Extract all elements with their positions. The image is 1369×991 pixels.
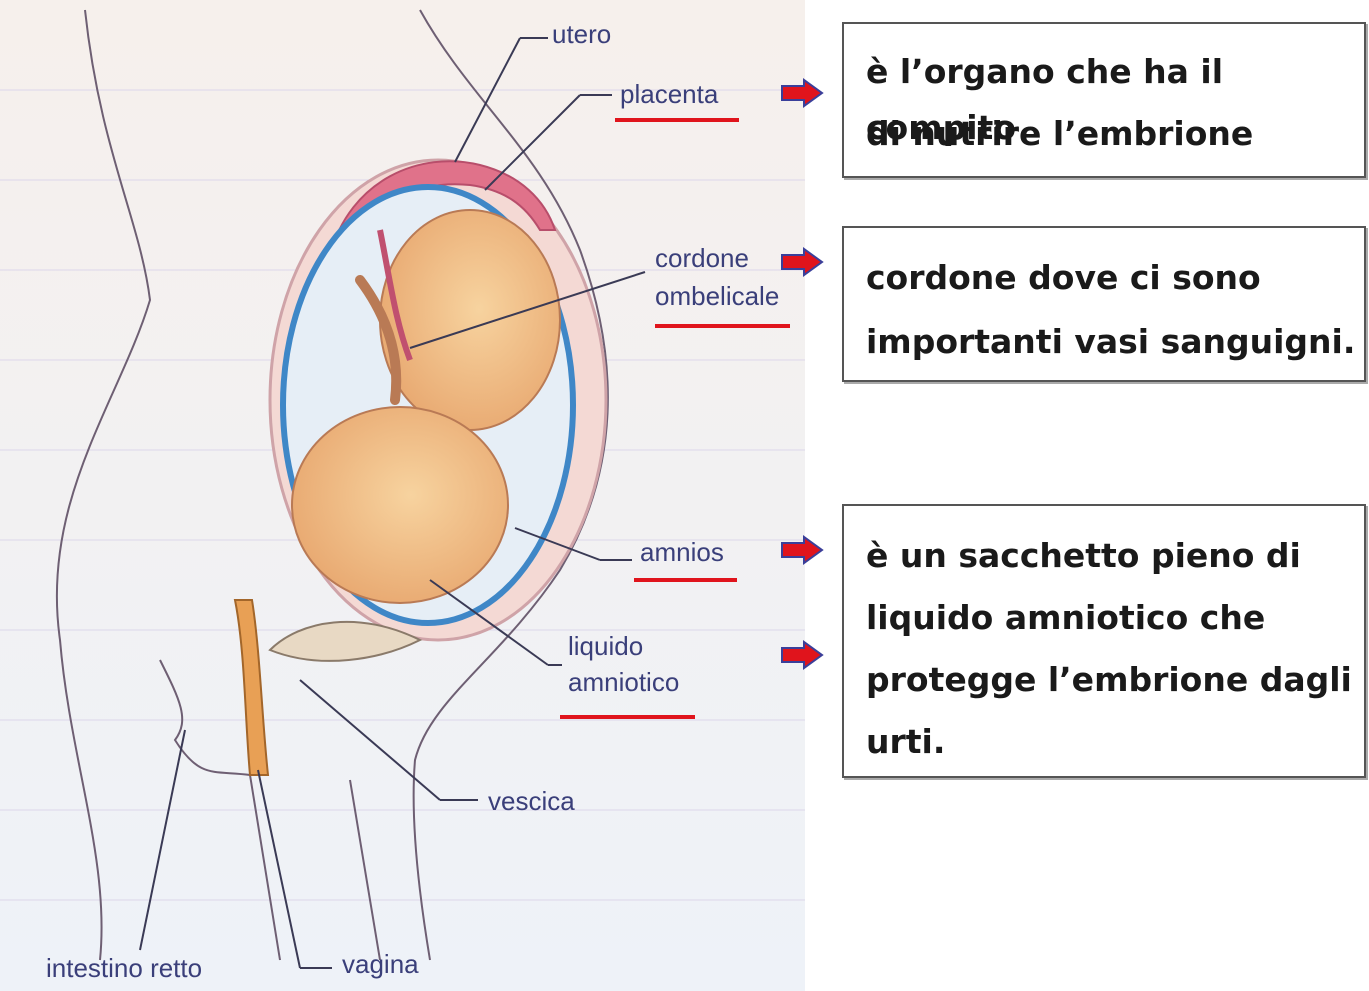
amnios-underline — [634, 578, 737, 582]
amnios-definition-line3: protegge l’embrione dagli — [866, 652, 1352, 708]
definition-box-cordone: cordone dove ci sono importanti vasi san… — [842, 226, 1366, 382]
label-amnios: amnios — [640, 538, 724, 568]
liquido-underline — [560, 715, 695, 719]
definition-box-placenta: è l’organo che ha il compito di nutrire … — [842, 22, 1366, 178]
cordone-definition-line2: importanti vasi sanguigni. — [866, 314, 1355, 370]
arrow-right-icon — [780, 640, 824, 670]
definition-box-amnios: è un sacchetto pieno di liquido amniotic… — [842, 504, 1366, 778]
cordone-definition-line1: cordone dove ci sono — [866, 250, 1261, 306]
amnios-definition-line4: urti. — [866, 714, 945, 770]
label-utero: utero — [552, 20, 611, 50]
label-placenta: placenta — [620, 80, 718, 110]
label-intestino-retto: intestino retto — [46, 954, 202, 984]
arrow-right-icon — [780, 535, 824, 565]
pregnancy-illustration — [0, 0, 805, 991]
cordone-underline — [655, 324, 790, 328]
arrow-right-icon — [780, 78, 824, 108]
amnios-definition-line1: è un sacchetto pieno di — [866, 528, 1301, 584]
placenta-underline — [615, 118, 739, 122]
placenta-definition-line2: di nutrire l’embrione — [866, 106, 1253, 162]
label-cordone-line2: ombelicale — [655, 282, 779, 312]
arrow-right-icon — [780, 247, 824, 277]
label-vagina: vagina — [342, 950, 419, 980]
label-liquido-line1: liquido — [568, 632, 643, 662]
label-liquido-line2: amniotico — [568, 668, 679, 698]
label-cordone-line1: cordone — [655, 244, 749, 274]
label-vescica: vescica — [488, 787, 575, 817]
amnios-definition-line2: liquido amniotico che — [866, 590, 1265, 646]
